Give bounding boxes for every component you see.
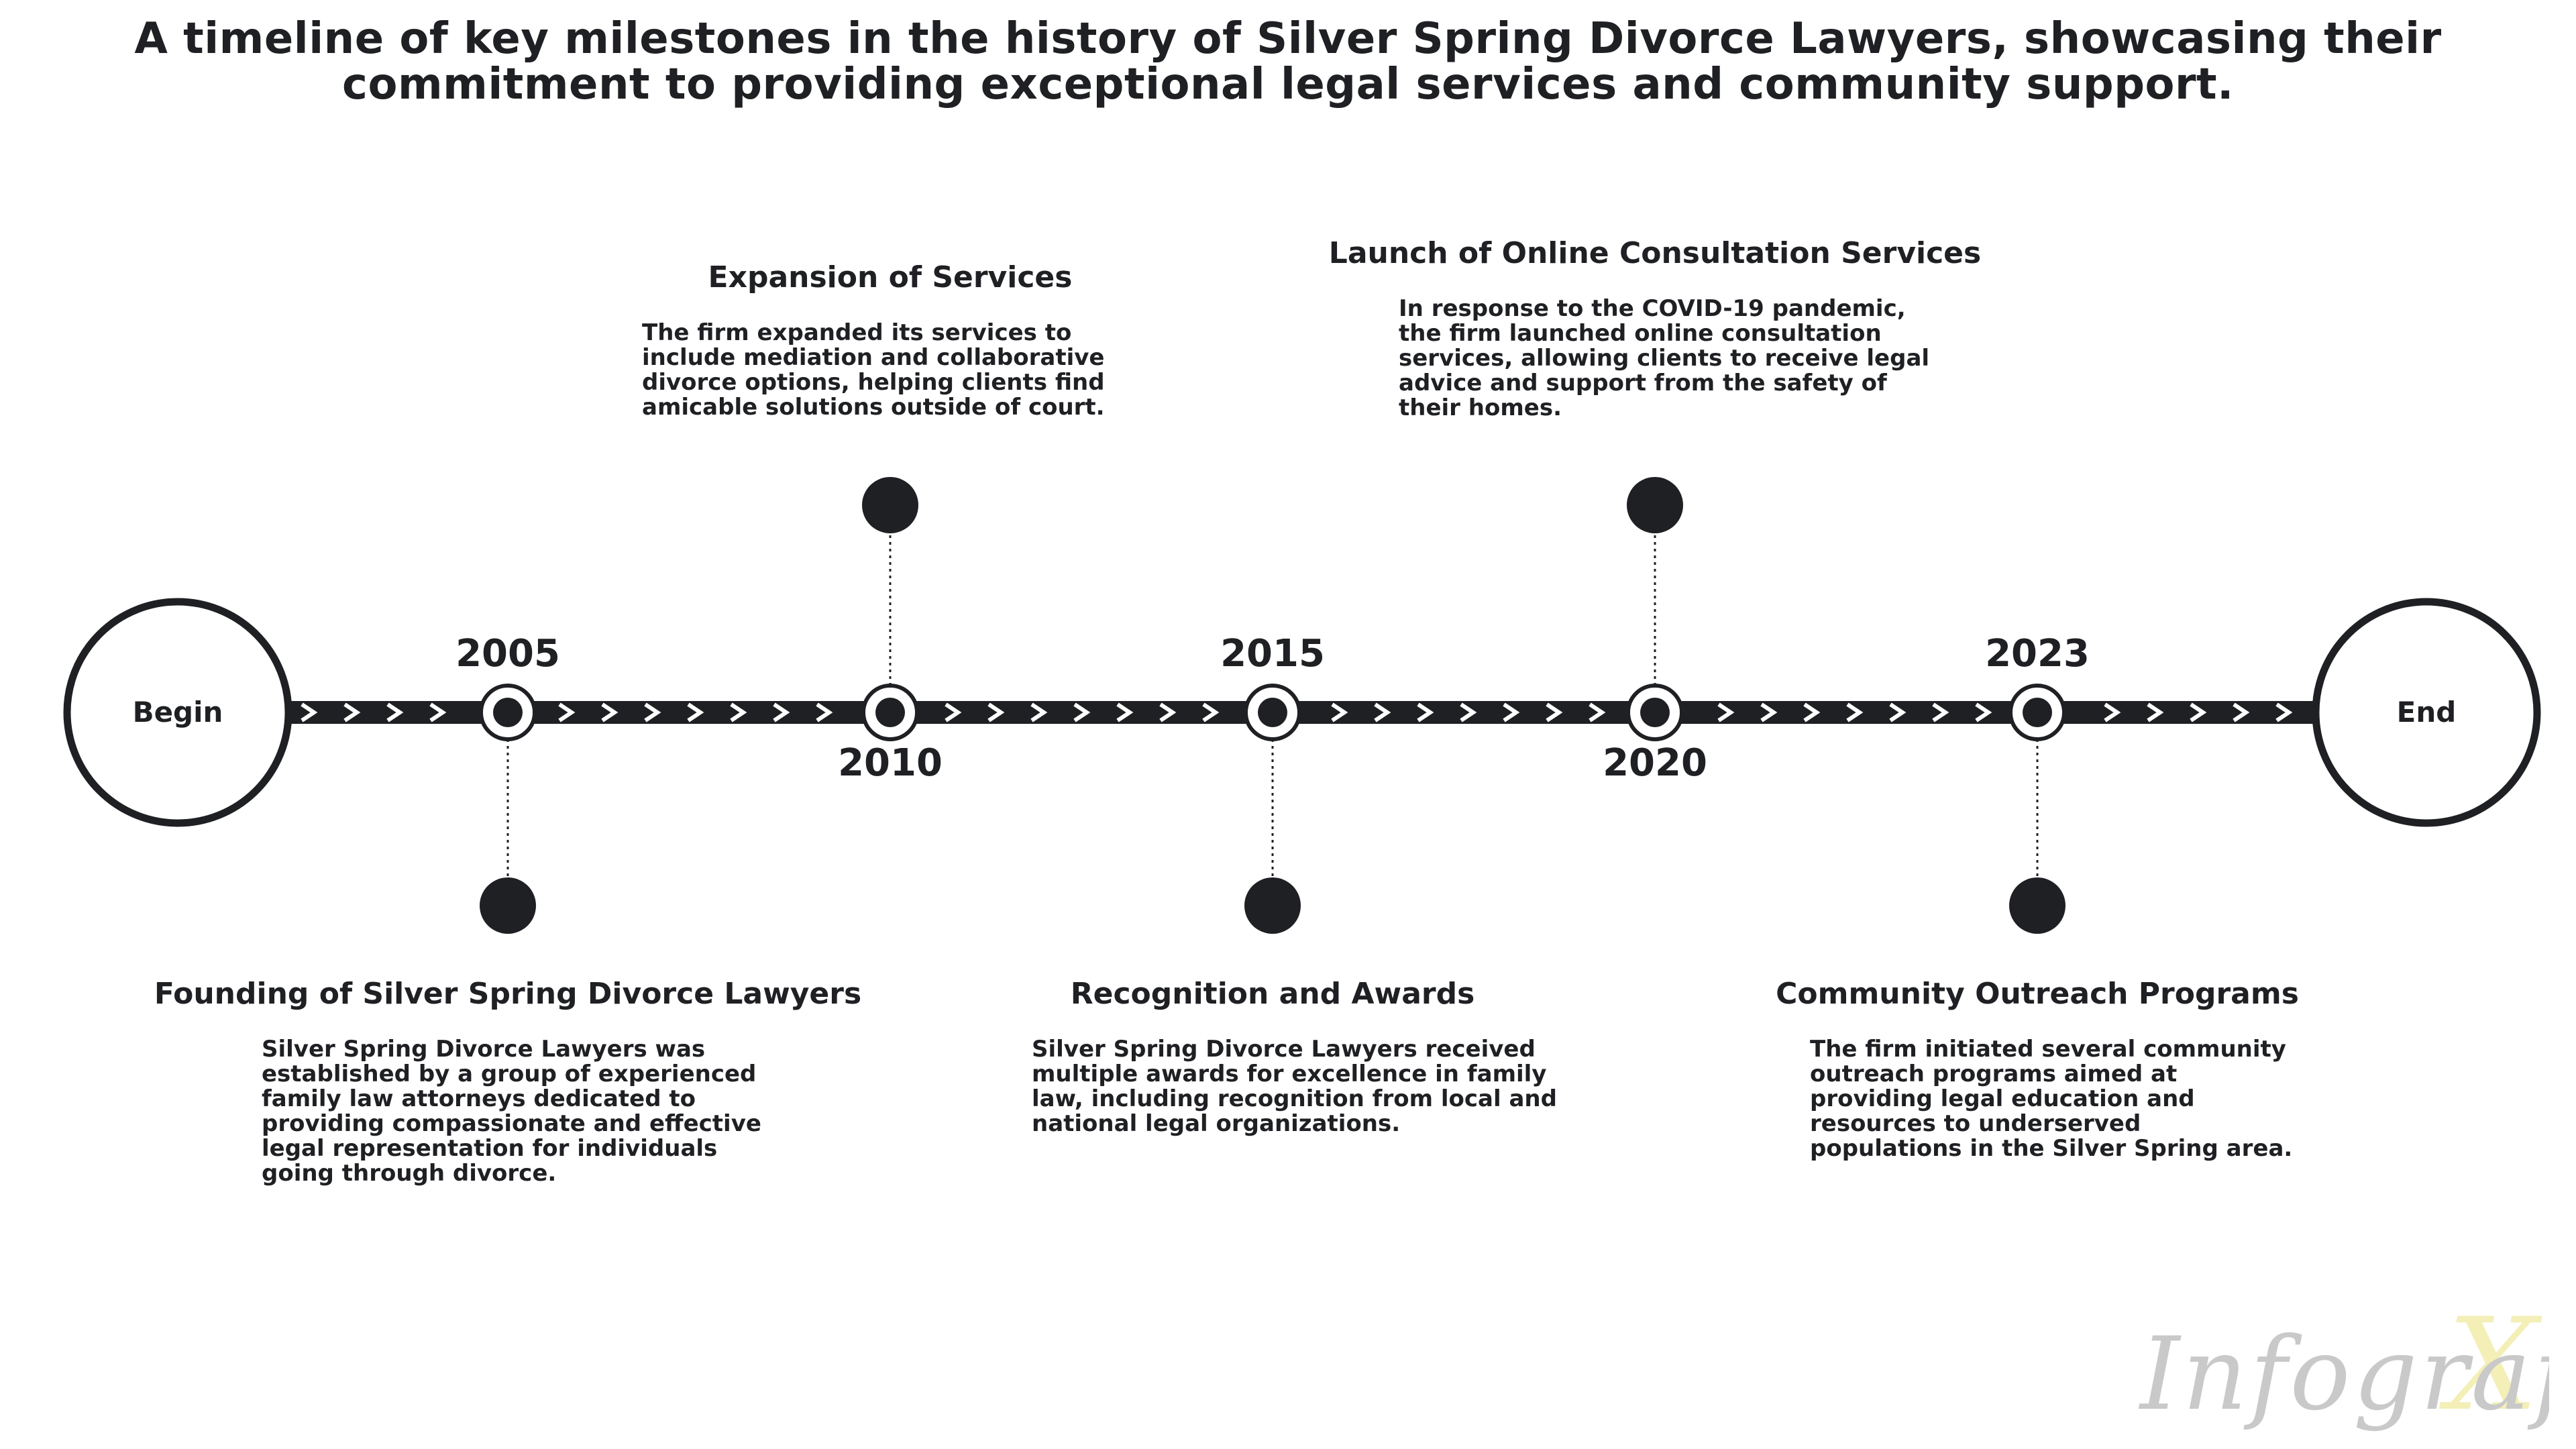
timeline-chevron [301, 702, 318, 722]
event-title-2020: Launch of Online Consultation Services [1328, 236, 1982, 270]
infografix-watermark-logo: X Infografix [2138, 1308, 2549, 1436]
milestone-dot-2015 [1258, 698, 1287, 727]
timeline-chevron [1889, 702, 1907, 722]
timeline-chevron [601, 702, 619, 722]
timeline-chevron [2233, 702, 2250, 722]
end-label: End [2396, 696, 2457, 729]
event-description-2015: Silver Spring Divorce Lawyers received m… [1032, 1036, 1557, 1137]
timeline-chevron [945, 702, 962, 722]
timeline-chevron [1159, 702, 1177, 722]
timeline-chevron [687, 702, 704, 722]
timeline-chevron [644, 702, 661, 722]
milestone-dot-2010 [875, 698, 905, 727]
milestone-dot-2005 [493, 698, 523, 727]
timeline-chevron [730, 702, 747, 722]
timeline-chevron [816, 702, 833, 722]
year-2010: 2010 [838, 741, 943, 785]
event-description-2020: In response to the COVID-19 pandemic, th… [1399, 295, 1930, 421]
timeline-chevron [1546, 702, 1563, 722]
timeline-chevron [1073, 702, 1091, 722]
timeline-chevron [1975, 702, 1992, 722]
timeline-chevron [1803, 702, 1821, 722]
end-circle [2312, 598, 2541, 827]
event-title-2015: Recognition and Awards [1070, 977, 1475, 1011]
timeline-chevron [1846, 702, 1864, 722]
timeline-chevron [1202, 702, 1220, 722]
timeline-chevron [1932, 702, 1949, 722]
timeline-chevron [2275, 702, 2293, 722]
timeline-chevron [2147, 702, 2164, 722]
event-title-2023: Community Outreach Programs [1776, 977, 2299, 1011]
begin-label: Begin [132, 696, 223, 729]
event-title-2010: Expansion of Services [708, 260, 1073, 294]
year-2020: 2020 [1603, 741, 1707, 785]
timeline-chevron [2104, 702, 2121, 722]
event-marker-2020 [1627, 477, 1683, 533]
infografix-x-accent: X [2438, 1308, 2542, 1436]
timeline-chevron [1460, 702, 1477, 722]
event-description-2010: The firm expanded its services to includ… [642, 319, 1105, 421]
timeline-chevron [1116, 702, 1134, 722]
year-2023: 2023 [1985, 632, 2090, 676]
timeline-chevron [1374, 702, 1391, 722]
timeline-chevron [1760, 702, 1778, 722]
milestone-dot-2023 [2023, 698, 2052, 727]
timeline-chevron [1331, 702, 1348, 722]
year-2015: 2015 [1220, 632, 1325, 676]
begin-circle [63, 598, 292, 827]
watermark-text: Infografix [2138, 1316, 2549, 1433]
event-marker-2010 [862, 477, 918, 533]
event-marker-2015 [1244, 877, 1301, 934]
timeline-chevron [429, 702, 447, 722]
timeline-chevron [987, 702, 1005, 722]
timeline-chevron [1417, 702, 1434, 722]
event-description-2023: The firm initiated several community out… [1810, 1036, 2293, 1162]
timeline-chevron [773, 702, 790, 722]
milestone-dot-2020 [1640, 698, 1670, 727]
timeline-chevron [1717, 702, 1735, 722]
event-title-2005: Founding of Silver Spring Divorce Lawyer… [154, 977, 862, 1011]
event-marker-2005 [480, 877, 536, 934]
timeline-chevrons [301, 702, 2293, 722]
timeline-chevron [1030, 702, 1048, 722]
timeline-chevron [2190, 702, 2207, 722]
timeline-chevron [1503, 702, 1520, 722]
year-2005: 2005 [455, 632, 560, 676]
timeline-chevron [1589, 702, 1606, 722]
event-description-2005: Silver Spring Divorce Lawyers was establ… [262, 1036, 761, 1187]
timeline-chevron [343, 702, 361, 722]
page-title: A timeline of key milestones in the hist… [134, 14, 2442, 109]
timeline-chevron [558, 702, 576, 722]
timeline-chevron [386, 702, 404, 722]
event-marker-2023 [2009, 877, 2065, 934]
